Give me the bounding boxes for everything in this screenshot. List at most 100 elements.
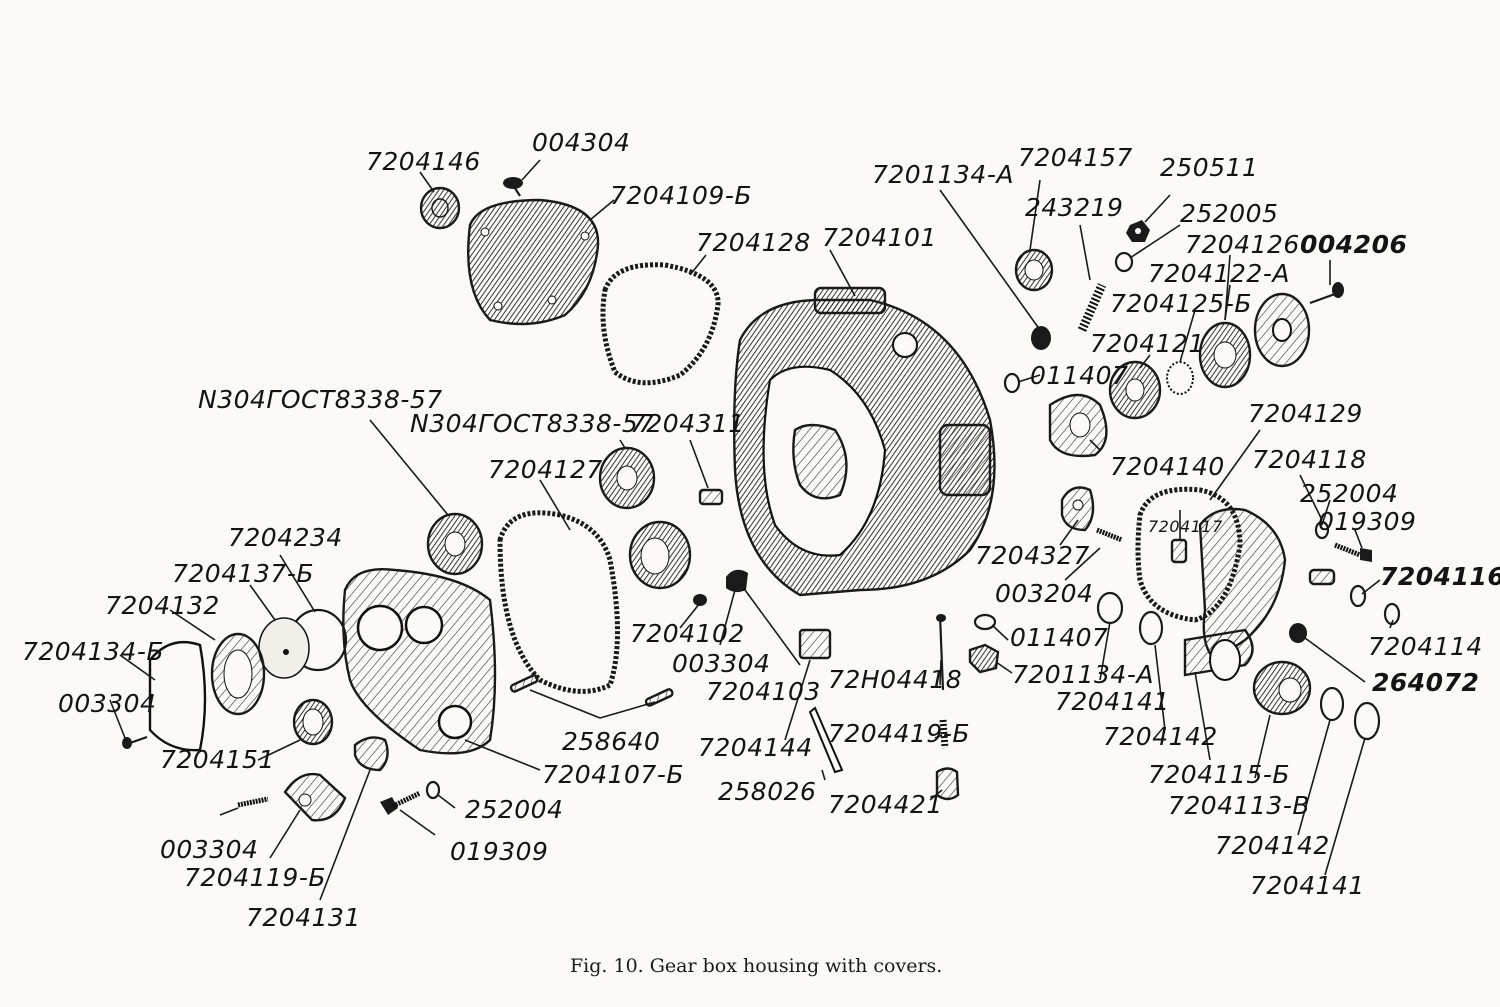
label-7204118: 7204118 — [1252, 445, 1367, 474]
label-7204234: 7204234 — [228, 523, 343, 552]
label-7204116: 7204116 — [1380, 562, 1500, 591]
gasket-7204131-drawing — [353, 736, 389, 772]
label-7204121: 7204121 — [1090, 329, 1205, 358]
label-7204109: 7204109-Б — [610, 181, 752, 210]
pin-7204117-drawing — [1170, 538, 1188, 564]
label-7204122-a: 7204122-А — [1148, 259, 1290, 288]
plug-7204103-drawing — [726, 569, 748, 593]
label-7204126: 7204126 — [1185, 230, 1300, 259]
nut-250511-drawing — [1126, 220, 1150, 242]
label-7204151: 7204151 — [160, 745, 275, 774]
screw-003304-bottom-drawing — [237, 796, 269, 808]
label-011407-top: 011407 — [1030, 361, 1128, 390]
screw-003304-left-drawing — [122, 735, 148, 749]
washer-011407-bottom-drawing — [973, 613, 997, 631]
label-258640: 258640 — [562, 727, 660, 756]
flange-7204119-drawing — [283, 772, 347, 822]
part-labels: 7204146 004304 7204109-Б 7204128 7204101… — [22, 128, 1500, 932]
label-7204157: 7204157 — [1018, 143, 1133, 172]
label-7204311: 7204311 — [630, 409, 745, 438]
gasket-7204128-drawing — [600, 262, 721, 386]
gasket-7204140-drawing — [1048, 393, 1108, 458]
label-258026: 258026 — [718, 777, 816, 806]
label-004206: 004206 — [1300, 230, 1407, 259]
label-7201134-a-bottom: 7201134-А — [1012, 660, 1154, 689]
label-7204421: 7204421 — [828, 790, 943, 819]
label-72h04418: 72H04418 — [828, 665, 962, 694]
label-7204127: 7204127 — [488, 455, 603, 484]
label-7204107-b: 7204107-Б — [542, 760, 684, 789]
bearing-n304-right-drawing — [598, 446, 656, 510]
cover-7204107-drawing — [342, 568, 497, 755]
flange-7204126-drawing — [1253, 292, 1311, 368]
flange-7204327-drawing — [1060, 486, 1095, 532]
rod-72H04418-drawing — [936, 614, 946, 691]
label-7204327: 7204327 — [975, 541, 1090, 570]
label-7204103: 7204103 — [706, 677, 821, 706]
cover-7204115-drawing — [1183, 507, 1287, 681]
label-243219: 243219 — [1025, 193, 1123, 222]
bolt-019309-drawing — [380, 790, 422, 815]
screw-003204-drawing — [1096, 527, 1123, 543]
seal-7204151-drawing — [292, 698, 334, 746]
bolt-004206-drawing — [1309, 282, 1344, 305]
washer-011407-drawing — [1003, 372, 1021, 394]
gasket-7204132-drawing — [210, 632, 266, 716]
housing-7204101-drawing — [732, 286, 996, 597]
label-003204: 003204 — [995, 579, 1093, 608]
label-264072: 264072 — [1372, 668, 1479, 697]
washers-7204116-7204114-drawing — [1349, 584, 1401, 626]
label-7204141-mid: 7204141 — [1055, 687, 1170, 716]
label-003304-bottom: 003304 — [160, 835, 258, 864]
label-7204134-b: 7204134-Б — [22, 637, 164, 666]
label-7204142-bottom: 7204142 — [1215, 831, 1330, 860]
pin-7204311-drawing — [698, 488, 724, 506]
label-n304-left: N304ГОСТ8338-57 — [198, 385, 443, 414]
screw-004304-drawing — [503, 177, 523, 197]
label-250511: 250511 — [1160, 153, 1258, 182]
label-7204128: 7204128 — [696, 228, 811, 257]
spring-7204419-drawing — [939, 719, 949, 749]
cotter-258026-drawing — [808, 706, 844, 774]
label-004304: 004304 — [532, 128, 630, 157]
bearing-7204113-drawing — [1252, 660, 1312, 716]
label-019309-right: 019309 — [1318, 507, 1416, 536]
label-019309-bottom: 019309 — [450, 837, 548, 866]
bearing-n304-left-drawing — [426, 512, 484, 576]
cover-7204109-drawing — [467, 198, 600, 326]
bolt-019309-right-drawing — [1334, 542, 1372, 562]
label-7204115-b: 7204115-Б — [1148, 760, 1290, 789]
label-n304-right: N304ГОСТ8338-57 — [410, 409, 655, 438]
washer-252004-bottom-drawing — [425, 780, 441, 800]
label-011407-bottom: 011407 — [1010, 623, 1108, 652]
figure-caption: Fig. 10. Gear box housing with covers. — [570, 955, 942, 977]
bushing-7204118-drawing — [1308, 568, 1336, 586]
leader-lines — [109, 159, 1394, 901]
seal-7204157-drawing — [1014, 248, 1054, 292]
label-7204142-mid: 7204142 — [1103, 722, 1218, 751]
disc-7204137-drawing — [258, 617, 310, 679]
washer-252005-drawing — [1114, 251, 1134, 273]
label-7204419-b: 7204419-Б — [828, 719, 970, 748]
label-252004-bottom: 252004 — [465, 795, 563, 824]
label-7204131: 7204131 — [246, 903, 361, 932]
stud-243219-drawing — [1077, 283, 1107, 332]
label-7204141-bottom: 7204141 — [1250, 871, 1365, 900]
block-7204144-drawing — [798, 628, 832, 660]
gear-7204122-drawing — [1198, 321, 1252, 389]
label-7204114: 7204114 — [1368, 632, 1483, 661]
label-7201134-a-top: 7201134-А — [872, 160, 1014, 189]
cap-7204421-drawing — [935, 767, 960, 801]
label-7204140: 7204140 — [1110, 452, 1225, 481]
nut-7201134-drawing — [1031, 326, 1051, 350]
plug-264072-drawing — [1289, 623, 1307, 643]
label-003304-mid: 003304 — [672, 649, 770, 678]
label-7204144: 7204144 — [698, 733, 813, 762]
label-7204146: 7204146 — [366, 147, 481, 176]
label-003304-left: 003304 — [58, 689, 156, 718]
label-7204119-b: 7204119-Б — [184, 863, 326, 892]
bearing-7204146-drawing — [419, 186, 461, 230]
spring-ring-7204125-drawing — [1166, 361, 1194, 395]
label-252004-right: 252004 — [1300, 479, 1398, 508]
